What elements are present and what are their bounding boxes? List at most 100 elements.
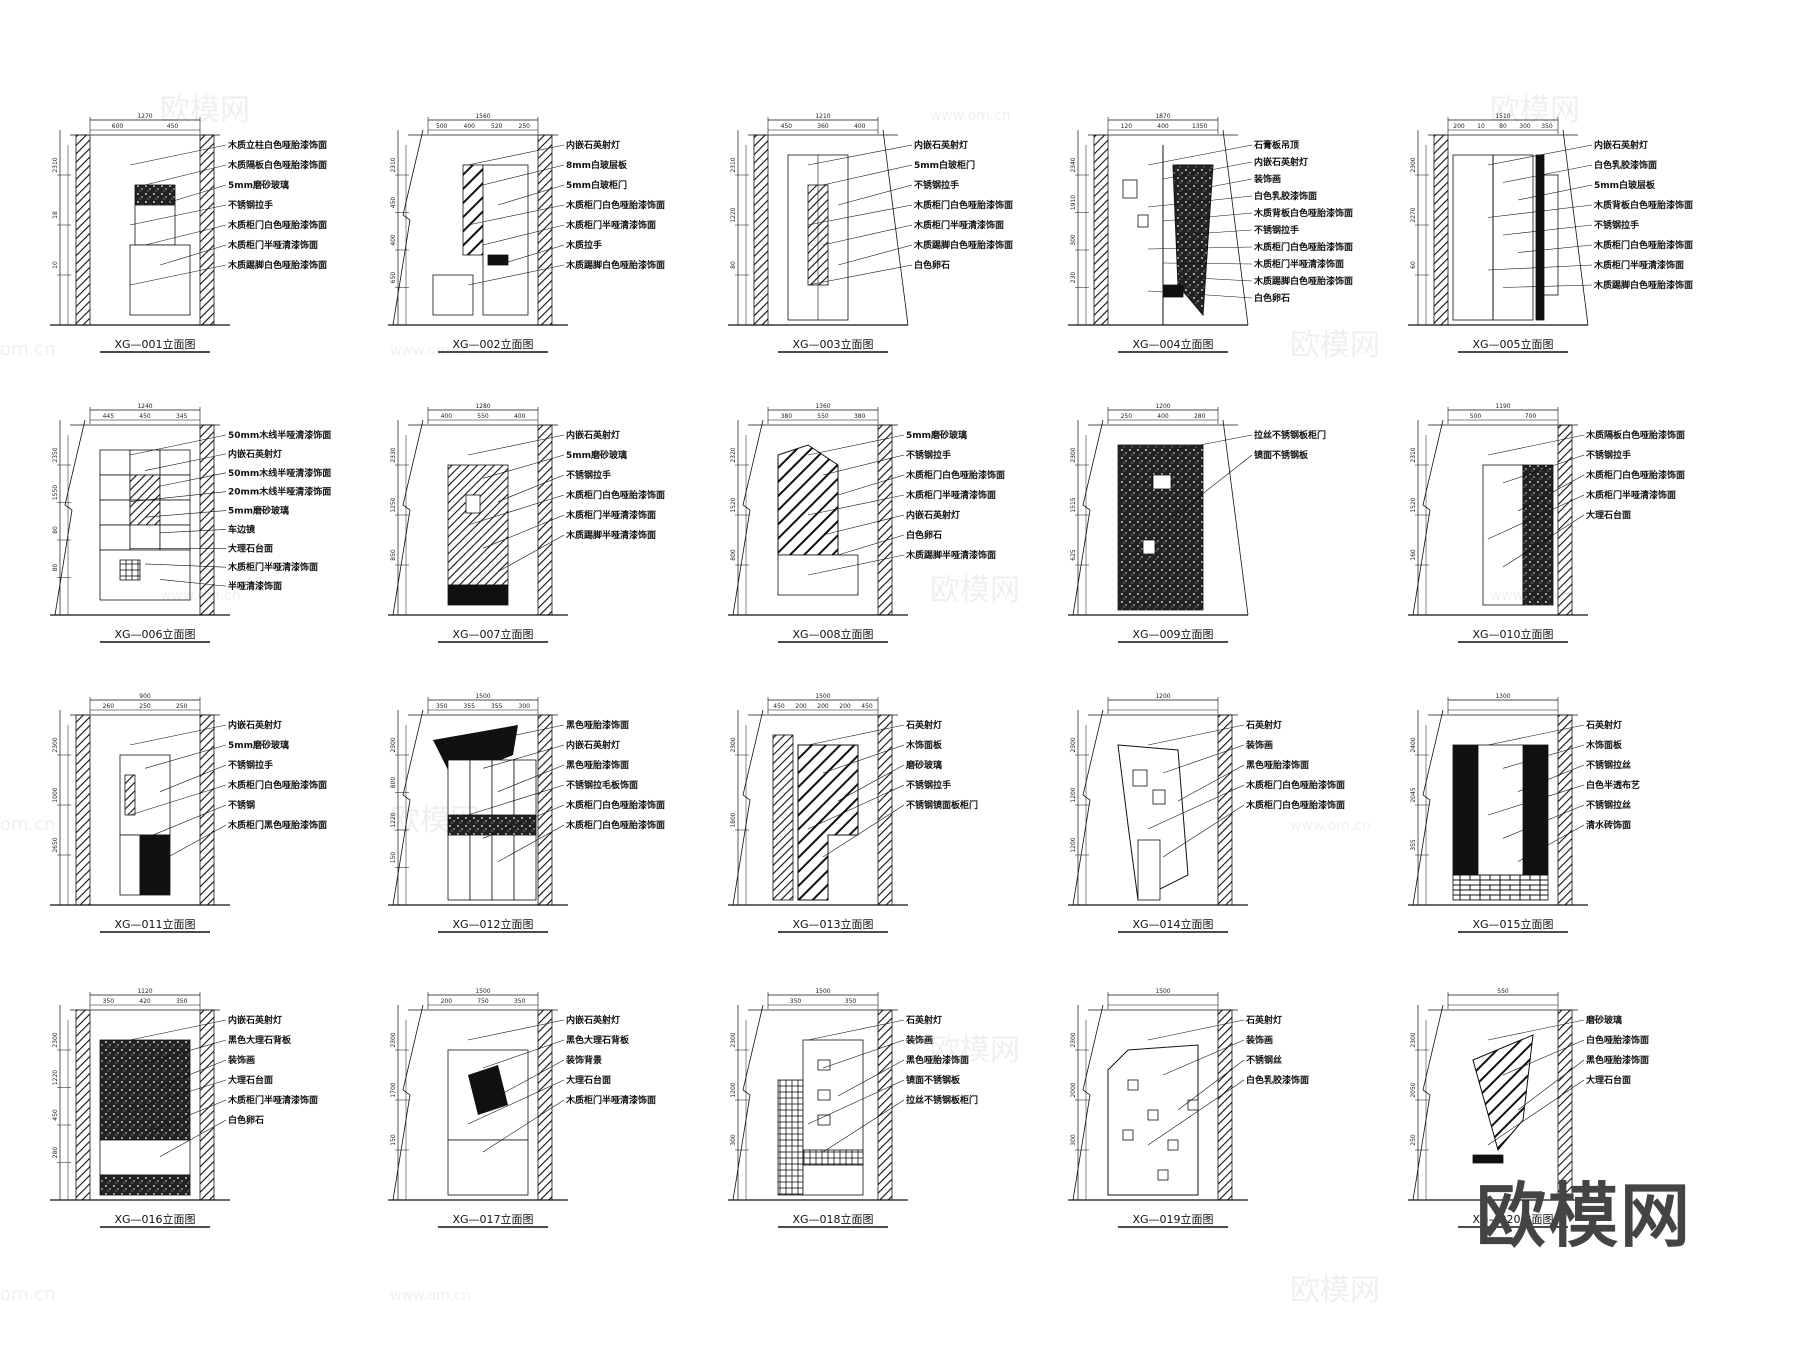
- material-label: 木质柜门白色哑胎漆饰面: [227, 219, 327, 231]
- material-label: 木质立柱白色哑胎漆饰面: [227, 139, 327, 151]
- material-label: 黑色哑胎漆饰面: [566, 759, 629, 771]
- material-label: 木质柜门白色哑胎漆饰面: [1245, 779, 1345, 791]
- material-label: 拉丝不锈钢板柜门: [1254, 429, 1326, 441]
- picture-frame: [1147, 1109, 1159, 1121]
- material-label: 黑色哑胎漆饰面: [906, 1054, 969, 1066]
- drawing-title: XG—002立面图: [452, 337, 533, 351]
- dimension-top-value: 200: [441, 998, 453, 1005]
- material-label: 木质柜门白色哑胎漆饰面: [565, 799, 665, 811]
- watermark-text: 欧模网: [160, 93, 250, 128]
- leader-line: [837, 184, 913, 206]
- picture-frame: [817, 1089, 831, 1101]
- drawing-title: XG—020立面图: [1472, 1212, 1553, 1226]
- leader-line: [1147, 290, 1253, 299]
- dimension-top-value: 420: [139, 998, 151, 1005]
- material-label: 白色乳胶漆饰面: [1594, 159, 1657, 171]
- dimension-top-value: 1120: [137, 988, 152, 995]
- dimension-side-value: 2310: [730, 157, 737, 172]
- material-label: 内嵌石英射灯: [566, 739, 620, 751]
- drawer-panel: [119, 559, 141, 581]
- material-label: 木质柜门半哑清漆饰面: [905, 489, 996, 501]
- material-label: 白色乳胶漆饰面: [1254, 190, 1317, 202]
- material-label: 黑色哑胎漆饰面: [1586, 1054, 1649, 1066]
- dimension-side-value: 300: [1070, 1134, 1077, 1146]
- drawing-title: XG—005立面图: [1472, 337, 1553, 351]
- wall-section-left: [75, 1009, 91, 1201]
- material-label: 不锈钢丝: [1246, 1054, 1282, 1066]
- material-label: 木质踢脚白色哑胎漆饰面: [227, 259, 327, 271]
- elevation-014: 1200230012001200石英射灯装饰画黑色哑胎漆饰面木质柜门白色哑胎漆饰…: [1068, 693, 1345, 933]
- leader-line: [129, 1019, 227, 1041]
- marble-backsplash: [99, 1039, 191, 1141]
- dimension-side-value: 2300: [52, 737, 59, 752]
- elevation-019: 150023002000300石英射灯装饰画不锈钢丝白色乳胶漆饰面XG—019立…: [1068, 988, 1309, 1228]
- dimension-top-value: 355: [464, 703, 476, 710]
- leader-line: [129, 434, 227, 456]
- dimension-top-value: 250: [139, 703, 151, 710]
- display-niche: [1477, 744, 1524, 876]
- material-label: 装饰画: [1253, 173, 1281, 185]
- watermark-text: www.om.cn: [390, 343, 471, 359]
- material-label: 8mm白玻层板: [566, 159, 628, 171]
- cabinet-door: [1137, 839, 1161, 901]
- dimension-side-value: 650: [390, 272, 397, 284]
- watermark-text: 欧模网: [390, 803, 480, 838]
- leader-line: [482, 164, 565, 186]
- material-label: 内嵌石英射灯: [228, 719, 282, 731]
- material-label: 木质踢脚白色哑胎漆饰面: [1253, 275, 1353, 287]
- watermark-text: 欧模网: [930, 573, 1020, 608]
- material-label: 石英射灯: [905, 1014, 942, 1026]
- dimension-side-value: 300: [730, 1134, 737, 1146]
- drawing-title: XG—018立面图: [792, 1212, 873, 1226]
- shelf-cell: [129, 449, 161, 476]
- wall-section-left: [753, 134, 769, 326]
- leader-line: [129, 724, 227, 746]
- break-line-left: [732, 1004, 764, 1201]
- leader-line: [1162, 262, 1253, 265]
- material-label: 石英射灯: [1585, 719, 1622, 731]
- dimension-top-value: 380: [854, 413, 866, 420]
- material-label: 不锈钢拉手: [906, 449, 951, 461]
- dimension-top-value: 350: [845, 998, 857, 1005]
- shelf-cell: [129, 524, 161, 551]
- wall-section-right: [199, 1009, 215, 1201]
- break-line-right: [1222, 129, 1249, 326]
- material-label: 木质隔板白色哑胎漆饰面: [1585, 429, 1685, 441]
- dimension-side-value: 2300: [1410, 157, 1417, 172]
- dimension-side-value: 2300: [52, 1032, 59, 1047]
- leader-line: [807, 1079, 905, 1125]
- dimension-top-value: 1240: [137, 403, 152, 410]
- stainless-panel: [802, 1149, 864, 1166]
- leader-line: [482, 514, 565, 549]
- drawing-title: XG—015立面图: [1472, 917, 1553, 931]
- leader-line: [807, 494, 905, 516]
- dimension-top-value: 1500: [815, 693, 830, 700]
- dimension-top-value: 400: [464, 123, 476, 130]
- base-cabinet-dark: [139, 834, 171, 896]
- leader-line: [1517, 474, 1585, 512]
- leader-line: [482, 224, 565, 246]
- dimension-side-value: 1800: [730, 812, 737, 827]
- dimension-side-value: 1550: [52, 485, 59, 500]
- material-label: 木质踢脚白色哑胎漆饰面: [1593, 279, 1693, 291]
- dimension-top-value: 1200: [1155, 403, 1170, 410]
- picture-frame: [1122, 179, 1138, 199]
- break-line-left: [392, 129, 424, 326]
- leader-line: [1487, 204, 1593, 218]
- leader-line: [837, 244, 913, 266]
- material-label: 木质踢脚白色哑胎漆饰面: [913, 239, 1013, 251]
- leader-line: [1487, 434, 1585, 456]
- mirror-inset: [1152, 474, 1172, 490]
- material-label: 木质踢脚半哑清漆饰面: [565, 529, 656, 541]
- dimension-top-value: 80: [1499, 123, 1507, 130]
- leader-line: [1147, 144, 1253, 166]
- cabinet-elevation: [99, 1039, 191, 1196]
- dimension-side-value: 2330: [390, 447, 397, 462]
